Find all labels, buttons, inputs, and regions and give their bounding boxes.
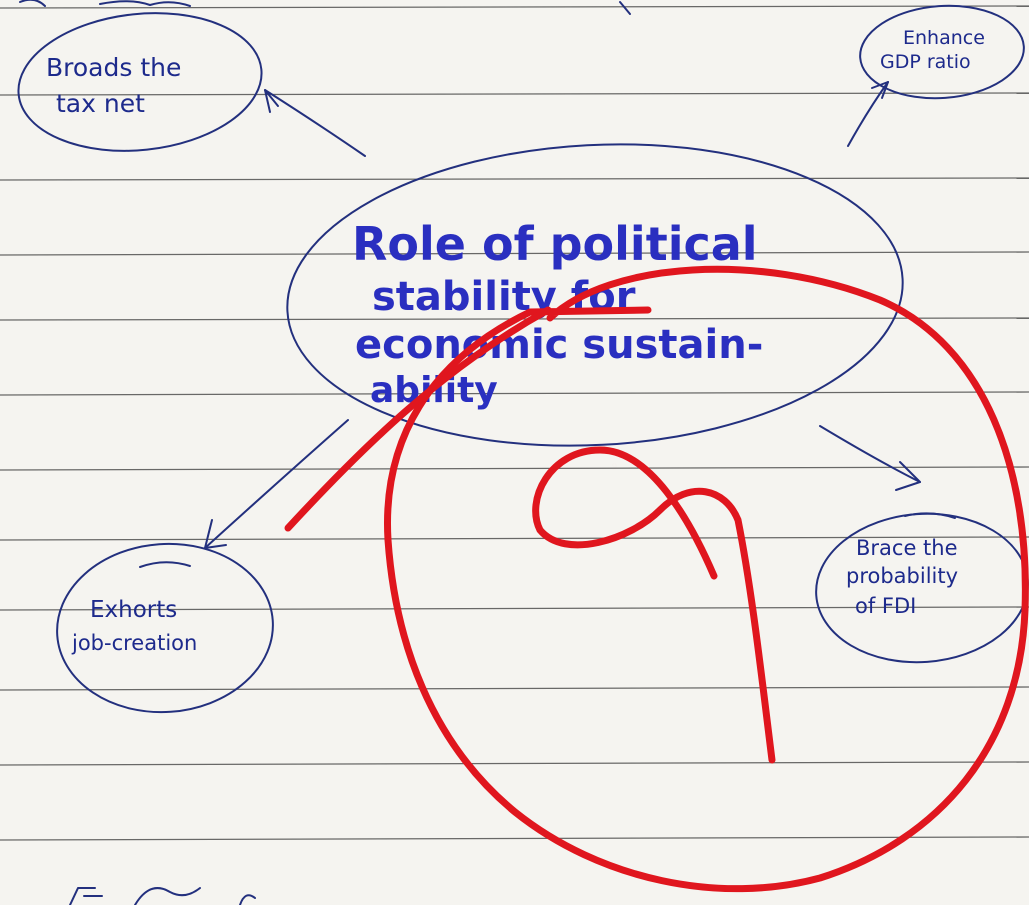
node-text-line-2: probability <box>846 564 958 588</box>
center-node: Role of political stability for economic… <box>286 143 904 447</box>
node-ellipse <box>56 542 274 714</box>
pen-stroke <box>904 512 956 519</box>
node-text-line-3: of FDI <box>855 594 916 618</box>
node-text-line-1: Brace the <box>856 536 958 560</box>
node-text-line-2: tax net <box>56 89 145 118</box>
arrow-to-top-left <box>264 89 366 157</box>
node-text-line-1: Broads the <box>46 53 181 82</box>
ruled-line <box>0 177 1029 181</box>
ruled-line <box>0 836 1029 841</box>
center-ellipse <box>286 143 904 447</box>
ruled-line <box>0 606 1029 611</box>
arrowhead <box>871 81 889 99</box>
node-ellipse <box>17 12 263 152</box>
ruled-line <box>0 686 1029 691</box>
node-text-line-2: job-creation <box>71 631 197 655</box>
node-ellipse <box>859 4 1025 100</box>
ruled-line <box>0 92 1029 96</box>
node-ellipse <box>815 512 1029 664</box>
grade-mark: 9 <box>612 462 617 473</box>
red-circle-stroke <box>384 265 1029 893</box>
ruled-line <box>0 251 1029 256</box>
cut-off-writing <box>69 887 256 905</box>
ruled-line <box>0 536 1029 541</box>
ruled-lines <box>0 5 1029 841</box>
node-bottom-right: Brace the probability of FDI <box>815 512 1029 664</box>
ruled-line <box>0 761 1029 766</box>
red-lead-stroke <box>284 306 552 532</box>
ruled-line <box>0 5 1029 9</box>
cut-off-writing <box>19 0 631 15</box>
ruled-line <box>0 391 1029 396</box>
arrow-to-bottom-right <box>819 425 921 483</box>
center-text-line-1: Role of political <box>352 217 758 271</box>
node-text-line-1: Exhorts <box>90 597 177 623</box>
arrowhead <box>264 89 279 113</box>
pen-stroke <box>139 561 191 568</box>
arrow-to-top-right <box>847 81 889 147</box>
red-score-stroke <box>532 446 776 764</box>
node-top-right: Enhance GDP ratio <box>859 4 1025 100</box>
node-top-left: Broads the tax net <box>17 12 263 152</box>
center-text-line-3: economic sustain- <box>355 322 763 368</box>
arrow-to-bottom-left <box>204 419 349 549</box>
arrowhead <box>895 461 921 491</box>
grading-mark: 9 <box>284 265 1029 893</box>
node-text-line-1: Enhance <box>903 27 985 49</box>
node-bottom-left: Exhorts job-creation <box>56 542 274 714</box>
node-text-line-2: GDP ratio <box>880 51 971 73</box>
ruled-line <box>0 466 1029 471</box>
